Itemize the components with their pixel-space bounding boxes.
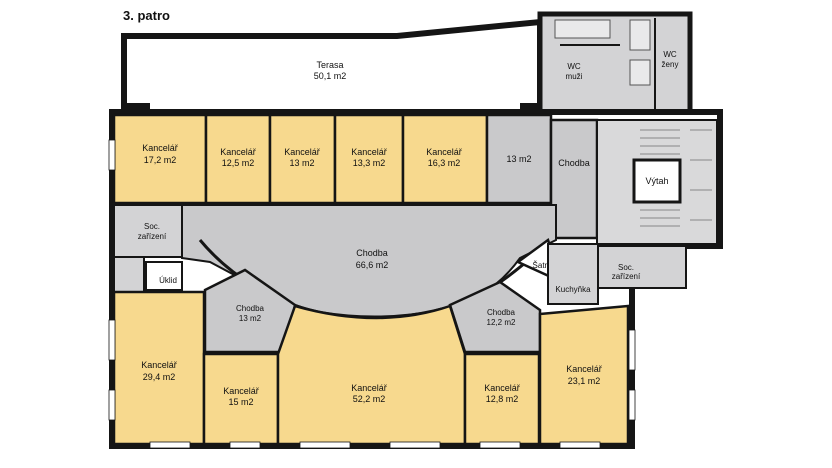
elevator <box>632 158 682 204</box>
kitchenette-name: Kuchyňka <box>555 285 591 294</box>
office-52-2-area: 52,2 m2 <box>353 394 386 404</box>
office-15-area: 15 m2 <box>228 397 253 407</box>
terrace-name: Terasa <box>316 60 343 70</box>
sanitary-right <box>597 245 687 289</box>
sanitary-left-sub: zařízení <box>138 232 167 241</box>
sanitary-right-name: Soc. <box>618 263 634 272</box>
corridor-right-area: 12,2 m2 <box>487 318 516 327</box>
main-corridor-name: Chodba <box>356 248 388 258</box>
office-23-1 <box>538 304 630 446</box>
office-17-2-name: Kancelář <box>142 143 179 153</box>
kitchenette <box>547 243 599 305</box>
office-12-8-name: Kancelář <box>484 383 521 393</box>
corridor-small-name: Chodba <box>558 158 590 168</box>
office-12-5-name: Kancelář <box>220 147 257 157</box>
office-29-4 <box>112 290 206 446</box>
cleaning-room <box>145 261 183 291</box>
office-52-2 <box>276 304 467 446</box>
office-16-3 <box>401 113 489 205</box>
office-23-1-area: 23,1 m2 <box>568 376 601 386</box>
corridor-small <box>549 118 599 240</box>
office-29-4-area: 29,4 m2 <box>143 372 176 382</box>
office-13-area: 13 m2 <box>289 158 314 168</box>
wc-women-name: WC <box>663 50 677 59</box>
office-13-3-area: 13,3 m2 <box>353 158 386 168</box>
sanitary-left-name: Soc. <box>144 222 160 231</box>
office-12-8-area: 12,8 m2 <box>486 394 519 404</box>
sanitary-right-sub: zařízení <box>612 272 641 281</box>
office-16-3-name: Kancelář <box>426 147 463 157</box>
main-corridor-area: 66,6 m2 <box>356 260 389 270</box>
floor-title: 3. patro <box>123 8 170 23</box>
office-13 <box>268 113 337 205</box>
corridor-left-name: Chodba <box>236 304 265 313</box>
service-left <box>113 256 145 296</box>
elevator-name: Výtah <box>645 176 668 186</box>
wardrobe-name: Šatna <box>533 261 554 270</box>
corridor-right-name: Chodba <box>487 308 516 317</box>
office-15-name: Kancelář <box>223 386 260 396</box>
sanitary-left <box>113 204 183 258</box>
office-17-2-area: 17,2 m2 <box>144 155 177 165</box>
office-16-3-area: 16,3 m2 <box>428 158 461 168</box>
wc-women-sub: ženy <box>662 60 679 69</box>
office-13-3 <box>333 113 405 205</box>
cleaning-room-name: Úklid <box>159 276 177 285</box>
office-23-1-name: Kancelář <box>566 364 603 374</box>
office-29-4-name: Kancelář <box>141 360 178 370</box>
wc-men-name: WC <box>567 62 581 71</box>
office-12-8 <box>463 352 541 446</box>
office-15 <box>202 352 280 446</box>
office-13-3-name: Kancelář <box>351 147 388 157</box>
office-13-name: Kancelář <box>284 147 321 157</box>
office-52-2-name: Kancelář <box>351 383 388 393</box>
wc-men-sub: muži <box>566 72 583 81</box>
room-13 <box>485 113 553 205</box>
office-12-5 <box>204 113 272 205</box>
room-13-area: 13 m2 <box>506 154 531 164</box>
terrace-area-label: 50,1 m2 <box>314 71 347 81</box>
corridor-left-area: 13 m2 <box>239 314 262 323</box>
office-12-5-area: 12,5 m2 <box>222 158 255 168</box>
